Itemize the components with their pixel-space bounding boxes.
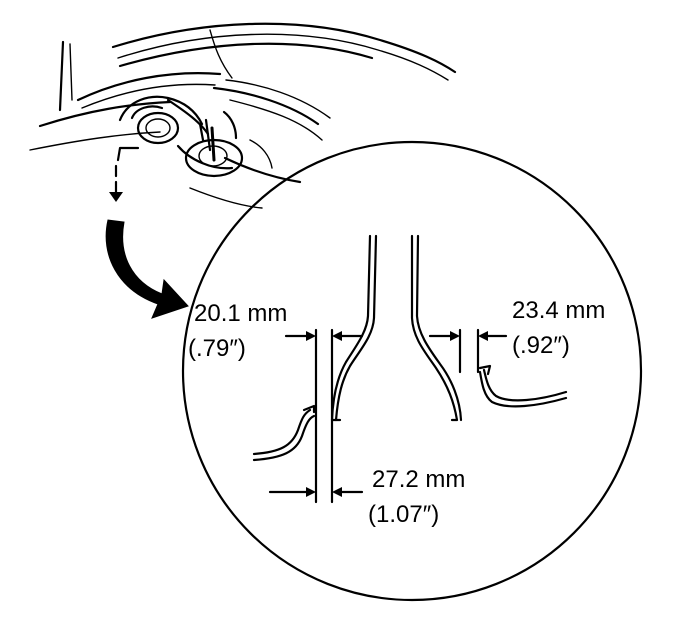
right-gap-inch-label: (.92″): [512, 332, 570, 359]
right-gap-mm-label: 23.4 mm: [512, 297, 605, 324]
dimension-labels: 20.1 mm (.79″) 23.4 mm (.92″) 27.2 mm (1…: [188, 297, 605, 528]
vehicle-overview-sketch: [29, 22, 457, 209]
panel-edges: [252, 234, 568, 462]
left-gap-inch-label: (.79″): [188, 335, 246, 362]
bottom-gap-inch-label: (1.07″): [368, 501, 439, 528]
zoom-arrow-icon: [105, 219, 189, 319]
left-gap-mm-label: 20.1 mm: [194, 300, 287, 327]
bottom-gap-mm-label: 27.2 mm: [372, 466, 465, 493]
dimension-lines: [268, 328, 508, 504]
magnified-detail-circle: [181, 140, 643, 602]
